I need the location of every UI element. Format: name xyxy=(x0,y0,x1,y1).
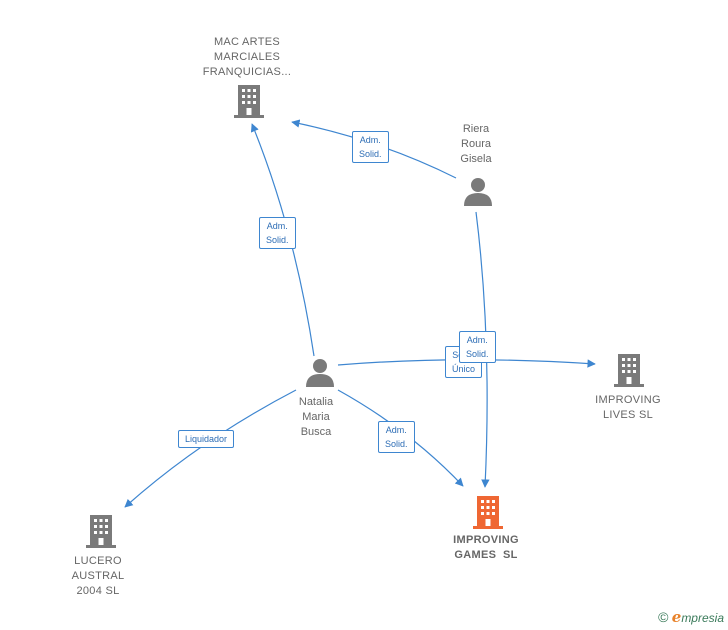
company-label-mac-artes[interactable]: MAC ARTES MARCIALES FRANQUICIAS... xyxy=(202,36,292,78)
company-label-lucero[interactable]: LUCERO AUSTRAL 2004 SL xyxy=(71,555,125,597)
edge-label-natalia-improving-games: Adm. Solid. xyxy=(378,421,415,453)
brand-logo-initial: e xyxy=(671,608,682,626)
person-label-riera[interactable]: Riera Roura Gisela xyxy=(460,123,492,165)
building-icon[interactable] xyxy=(86,515,116,548)
edge-label-natalia-lucero: Liquidador xyxy=(178,430,235,448)
company-label-improving-lives[interactable]: IMPROVING LIVES SL xyxy=(595,394,661,421)
person-icon[interactable] xyxy=(464,178,492,206)
edge-natalia-to-lucero xyxy=(124,389,297,508)
building-icon[interactable] xyxy=(234,85,264,118)
building-icon[interactable] xyxy=(473,496,503,529)
person-icon[interactable] xyxy=(306,359,334,387)
copyright-symbol: © xyxy=(658,609,669,625)
edge-label-riera-improving-games: Adm. Solid. xyxy=(459,331,496,363)
person-label-natalia[interactable]: Natalia Maria Busca xyxy=(298,396,334,438)
edge-label-natalia-mac-artes: Adm. Solid. xyxy=(259,217,296,249)
brand-logo-text: mpresia xyxy=(681,611,724,625)
building-icon[interactable] xyxy=(614,354,644,387)
edge-label-riera-mac-artes: Adm. Solid. xyxy=(352,131,389,163)
copyright-footer: © empresia xyxy=(658,608,724,626)
company-label-improving-games[interactable]: IMPROVING GAMES SL xyxy=(453,534,519,561)
